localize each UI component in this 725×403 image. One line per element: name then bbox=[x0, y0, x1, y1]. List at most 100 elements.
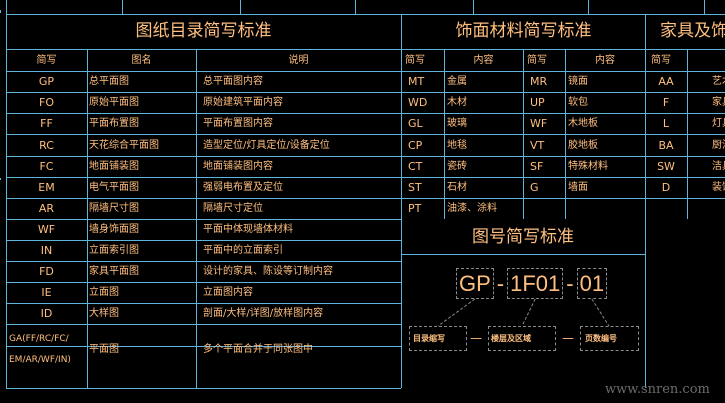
connector: — bbox=[470, 331, 482, 345]
row-desc: 造型定位/灯具定位/设备定位 bbox=[203, 140, 330, 151]
furniture-name: 灯具 bbox=[712, 118, 725, 129]
furniture-abbr: F bbox=[662, 96, 670, 109]
row-name: 大样图 bbox=[89, 308, 119, 319]
row-desc: 地面铺装图内容 bbox=[203, 161, 273, 172]
label-box-page bbox=[580, 326, 639, 351]
drawing-code: GP-1F01-01 bbox=[456, 268, 608, 299]
row-desc: 立面图内容 bbox=[203, 287, 253, 298]
furniture-title-clip: 家具及饰 bbox=[646, 14, 725, 49]
grid-line bbox=[196, 49, 197, 388]
row-desc: 剖面/大样/详图/放样图内容 bbox=[203, 308, 324, 319]
grid-line bbox=[6, 240, 401, 241]
row-abbr: IE bbox=[41, 286, 52, 299]
connector: — bbox=[562, 331, 574, 345]
code-part-catalog: GP bbox=[456, 268, 494, 299]
grid-line bbox=[6, 92, 725, 93]
watermark: www.snren.com bbox=[605, 382, 710, 397]
materials-title: 饰面材料简写标准 bbox=[455, 21, 592, 41]
material-abbr: CT bbox=[408, 160, 423, 173]
row-name: 地面铺装图 bbox=[89, 161, 139, 172]
material-abbr: UP bbox=[530, 96, 545, 109]
row-name: 平面图 bbox=[89, 344, 119, 355]
grid-line bbox=[6, 261, 401, 262]
material-name: 石材 bbox=[447, 182, 467, 193]
row-abbr: GP bbox=[38, 75, 55, 88]
furniture-name: 洁具 bbox=[712, 161, 725, 172]
furniture-title: 家具及饰 bbox=[660, 21, 725, 41]
furniture-abbr: SW bbox=[657, 160, 675, 173]
code-part-floor: 1F01 bbox=[507, 268, 564, 299]
row-abbr-line2: EM/AR/WF/IN) bbox=[9, 355, 71, 365]
material-name: 软包 bbox=[568, 97, 588, 108]
furniture-abbr: BA bbox=[658, 139, 674, 152]
grid-line bbox=[444, 49, 445, 219]
row-name: 总平面图 bbox=[89, 76, 129, 87]
material-name: 木地板 bbox=[568, 118, 598, 129]
grid-line bbox=[6, 134, 725, 135]
row-abbr: FO bbox=[39, 96, 54, 109]
furniture-name: 艺术 bbox=[712, 76, 725, 87]
grid-line bbox=[473, 0, 474, 14]
code-separator: - bbox=[566, 271, 574, 296]
materials-header: 简写 bbox=[405, 55, 425, 66]
row-name: 隔墙尺寸图 bbox=[89, 203, 139, 214]
row-desc: 平面中体现墙体材料 bbox=[203, 224, 293, 235]
label-floor: 楼层及区域 bbox=[491, 334, 531, 343]
material-abbr: CP bbox=[408, 139, 423, 152]
grid-line bbox=[355, 0, 356, 14]
drawing-number-title: 图号简写标准 bbox=[472, 227, 574, 247]
row-abbr: ID bbox=[40, 307, 53, 320]
material-abbr: MR bbox=[530, 75, 548, 88]
material-abbr: ST bbox=[408, 181, 422, 194]
grid-line bbox=[122, 0, 123, 14]
materials-header: 内容 bbox=[473, 55, 494, 66]
header-name: 图名 bbox=[131, 55, 152, 66]
grid-line bbox=[401, 14, 402, 388]
row-name: 立面图 bbox=[89, 287, 119, 298]
row-desc: 多个平面合并于同张图中 bbox=[203, 344, 313, 355]
grid-line bbox=[6, 156, 725, 157]
row-abbr: EM bbox=[38, 181, 55, 194]
grid-line bbox=[0, 178, 1, 180]
furniture-header: 简写 bbox=[651, 55, 671, 66]
material-abbr: G bbox=[530, 181, 539, 194]
material-abbr: PT bbox=[408, 202, 422, 215]
label-box-floor bbox=[488, 326, 556, 351]
row-abbr: AR bbox=[38, 202, 55, 215]
material-abbr: VT bbox=[530, 139, 545, 152]
grid-line bbox=[565, 49, 566, 219]
label-page: 页数编号 bbox=[585, 334, 617, 343]
material-name: 特殊材料 bbox=[568, 161, 608, 172]
material-name: 木材 bbox=[447, 97, 467, 108]
grid-line bbox=[645, 14, 646, 388]
row-abbr: FC bbox=[39, 160, 54, 173]
label-catalog: 目录缩写 bbox=[413, 334, 445, 343]
material-name: 墙面 bbox=[568, 182, 588, 193]
materials-header: 简写 bbox=[527, 55, 547, 66]
grid-line bbox=[6, 14, 725, 15]
row-name: 立面索引图 bbox=[89, 245, 139, 256]
label-box-catalog bbox=[409, 326, 467, 351]
code-part-page: 01 bbox=[576, 268, 608, 299]
row-name: 平面布置图 bbox=[89, 118, 139, 129]
grid-line bbox=[6, 71, 725, 72]
grid-line bbox=[523, 49, 524, 219]
grid-line bbox=[687, 49, 688, 219]
material-abbr: WF bbox=[530, 117, 548, 130]
grid-line bbox=[6, 282, 401, 283]
materials-header: 内容 bbox=[595, 55, 615, 66]
row-name: 电气平面图 bbox=[89, 182, 139, 193]
material-name: 地毯 bbox=[447, 140, 467, 151]
row-desc: 隔墙尺寸定位 bbox=[203, 203, 263, 214]
grid-line bbox=[87, 49, 88, 388]
material-name: 镜面 bbox=[568, 76, 588, 87]
material-name: 金属 bbox=[447, 76, 467, 87]
row-abbr-line1: GA(FF/RC/FC/ bbox=[9, 334, 69, 344]
material-name: 玻璃 bbox=[447, 118, 467, 129]
row-desc: 总平面图内容 bbox=[203, 76, 263, 87]
grid-line bbox=[6, 49, 725, 50]
grid-line bbox=[6, 324, 401, 325]
grid-line bbox=[6, 219, 401, 220]
material-name: 胶地板 bbox=[568, 140, 598, 151]
grid-line bbox=[6, 177, 725, 178]
